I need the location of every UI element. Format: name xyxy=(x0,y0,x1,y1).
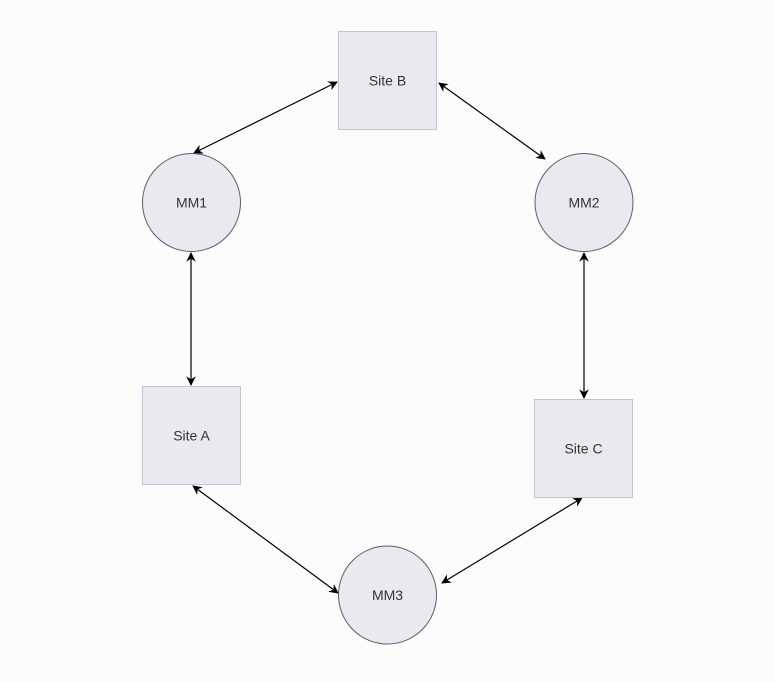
edge-site-a-mm3 xyxy=(192,485,339,594)
site-c-square xyxy=(534,399,633,498)
edges xyxy=(186,81,589,594)
node-mm2[interactable]: MM2 xyxy=(534,153,634,252)
mm1-label: MM1 xyxy=(176,195,207,211)
node-site-a[interactable]: Site A xyxy=(142,386,241,485)
node-mm3[interactable]: MM3 xyxy=(338,545,437,645)
site-a-label: Site A xyxy=(173,428,210,444)
node-mm1[interactable]: MM1 xyxy=(142,153,241,252)
edge-mm1-site-b xyxy=(193,81,338,154)
mm1-circle xyxy=(142,153,241,252)
mm2-label: MM2 xyxy=(568,195,599,211)
site-b-square xyxy=(338,31,437,130)
mm3-label: MM3 xyxy=(372,587,403,603)
edge-site-c-mm3 xyxy=(441,497,583,584)
site-b-label: Site B xyxy=(369,73,406,89)
mm2-circle xyxy=(534,153,634,252)
edge-site-b-mm2 xyxy=(438,82,546,160)
node-site-b[interactable]: Site B xyxy=(338,31,437,130)
mm3-circle xyxy=(338,545,437,645)
node-site-c[interactable]: Site C xyxy=(534,399,633,498)
site-c-label: Site C xyxy=(564,441,602,457)
site-a-square xyxy=(142,386,241,485)
